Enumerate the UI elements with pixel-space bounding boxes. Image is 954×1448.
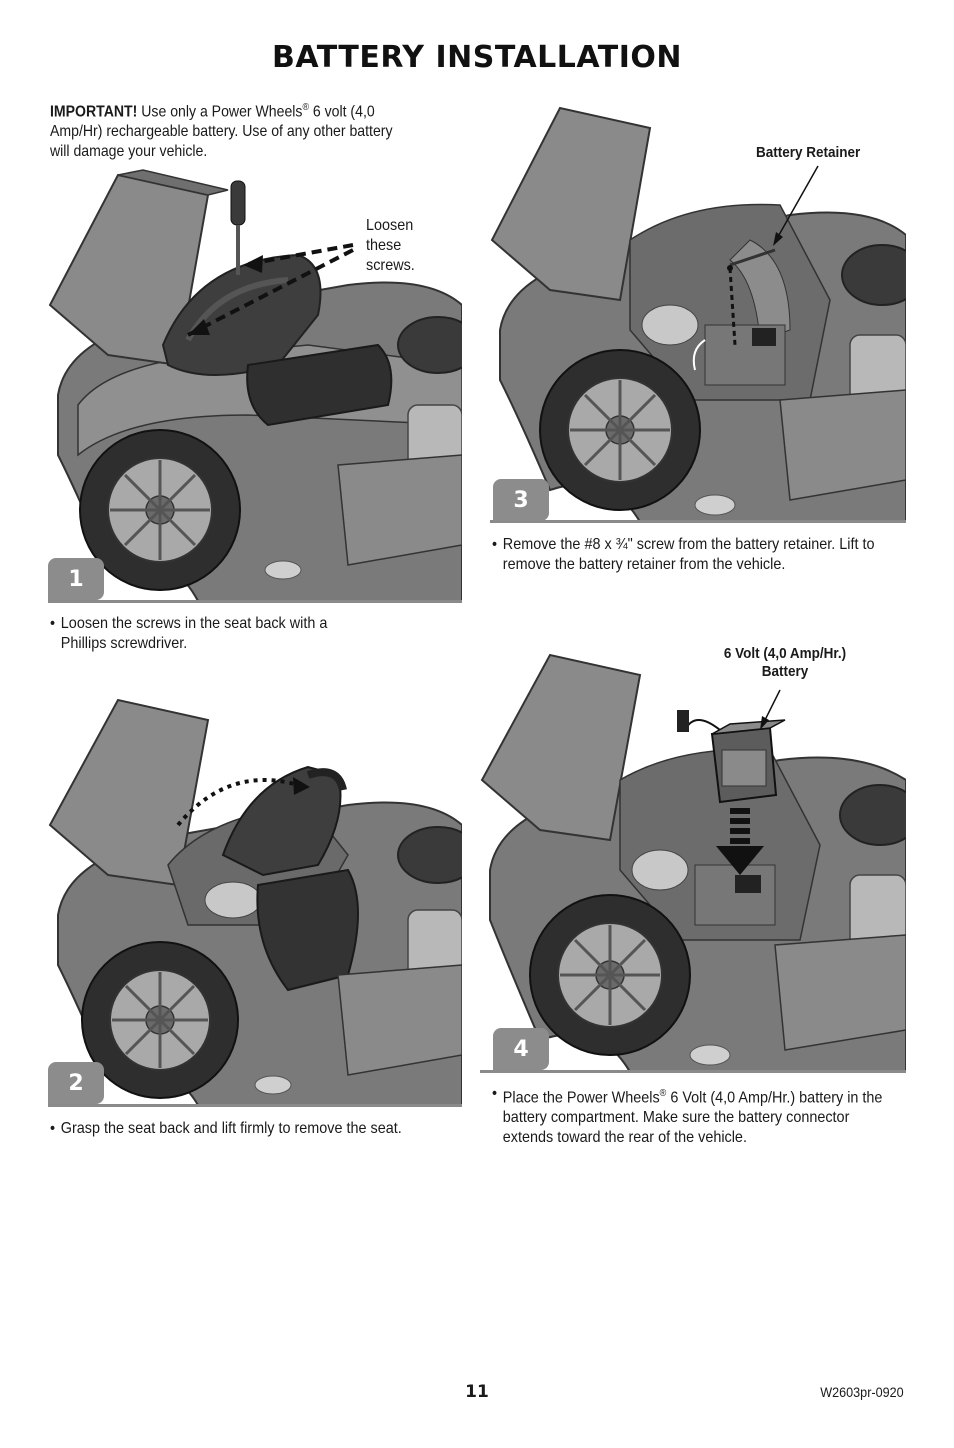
step-1-badge: 1 xyxy=(48,558,104,600)
battery-callout-line-1: 6 Volt (4,0 Amp/Hr.) xyxy=(723,645,847,662)
step-4-divider xyxy=(480,1070,906,1073)
important-note: IMPORTANT! Use only a Power Wheels® 6 vo… xyxy=(50,98,402,162)
step-4-instruction-text: Place the Power Wheels® 6 Volt (4,0 Amp/… xyxy=(492,1084,897,1148)
battery-placement-drawing xyxy=(480,653,906,1072)
step-3-instruction: • Remove the #8 x ¾" screw from the batt… xyxy=(492,535,888,575)
battery-retainer-callout: Battery Retainer xyxy=(756,144,861,161)
registered-mark: ® xyxy=(302,102,309,113)
step-4-instruction: • Place the Power Wheels® 6 Volt (4,0 Am… xyxy=(492,1084,897,1148)
step-2-instruction: • Grasp the seat back and lift firmly to… xyxy=(50,1119,446,1139)
vehicle-seat-screws-drawing xyxy=(48,169,462,601)
step-1-divider xyxy=(48,600,462,603)
step-3-instruction-text: Remove the #8 x ¾" screw from the batter… xyxy=(502,536,875,573)
battery-retainer-drawing xyxy=(490,106,906,522)
vehicle-seat-removal-drawing xyxy=(48,698,462,1105)
step-3-badge: 3 xyxy=(493,479,549,521)
step-4-illustration xyxy=(480,650,906,1072)
step-2-illustration xyxy=(48,695,462,1105)
important-text-a: Use only a Power Wheels xyxy=(137,103,303,121)
step-4-badge: 4 xyxy=(493,1028,549,1070)
step-2-badge: 2 xyxy=(48,1062,104,1104)
page-title: BATTERY INSTALLATION xyxy=(271,40,683,75)
step-1-illustration xyxy=(48,165,462,601)
bullet: • xyxy=(492,1085,498,1102)
step-2-instruction-text: Grasp the seat back and lift firmly to r… xyxy=(60,1120,402,1137)
step-2-divider xyxy=(48,1104,462,1107)
bullet: • xyxy=(50,615,56,632)
important-label: IMPORTANT! xyxy=(50,103,138,121)
step-1-instruction: • Loosen the screws in the seat back wit… xyxy=(50,614,347,654)
registered-mark: ® xyxy=(659,1088,667,1099)
battery-callout-line-2: Battery xyxy=(761,663,809,680)
step-4-instruction-a: Place the Power Wheels xyxy=(502,1089,660,1107)
step-4-instruction-b: 6 Volt (4,0 Amp/Hr.) battery in the batt… xyxy=(502,1089,883,1147)
step-3-illustration xyxy=(490,100,906,522)
bullet: • xyxy=(50,1120,56,1137)
page-number: 11 xyxy=(465,1382,489,1402)
bullet: • xyxy=(492,536,498,553)
step-1-callout-line: these xyxy=(366,237,402,254)
step-1-callout-line: Loosen xyxy=(366,217,414,234)
step-1-callout-line: screws. xyxy=(366,257,415,274)
document-code: W2603pr-0920 xyxy=(820,1384,904,1400)
step-3-divider xyxy=(490,520,906,523)
step-1-instruction-text: Loosen the screws in the seat back with … xyxy=(60,615,328,652)
step-1-callout: Loosen these screws. xyxy=(366,216,438,276)
important-text-b: 6 volt (4,0 Amp/Hr) rechargeable battery… xyxy=(50,103,393,161)
battery-callout: 6 Volt (4,0 Amp/Hr.) Battery xyxy=(709,645,862,681)
